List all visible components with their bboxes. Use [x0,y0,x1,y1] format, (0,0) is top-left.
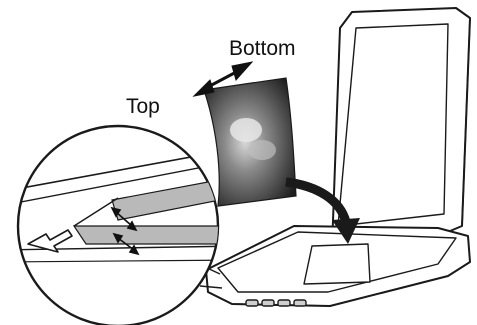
scanner-lid [332,8,470,248]
photo [204,78,296,206]
placed-document [304,244,370,284]
label-bottom: Bottom [229,38,296,59]
zoom-detail [0,126,240,325]
label-top: Top [126,96,160,117]
scanner-body [206,226,470,306]
